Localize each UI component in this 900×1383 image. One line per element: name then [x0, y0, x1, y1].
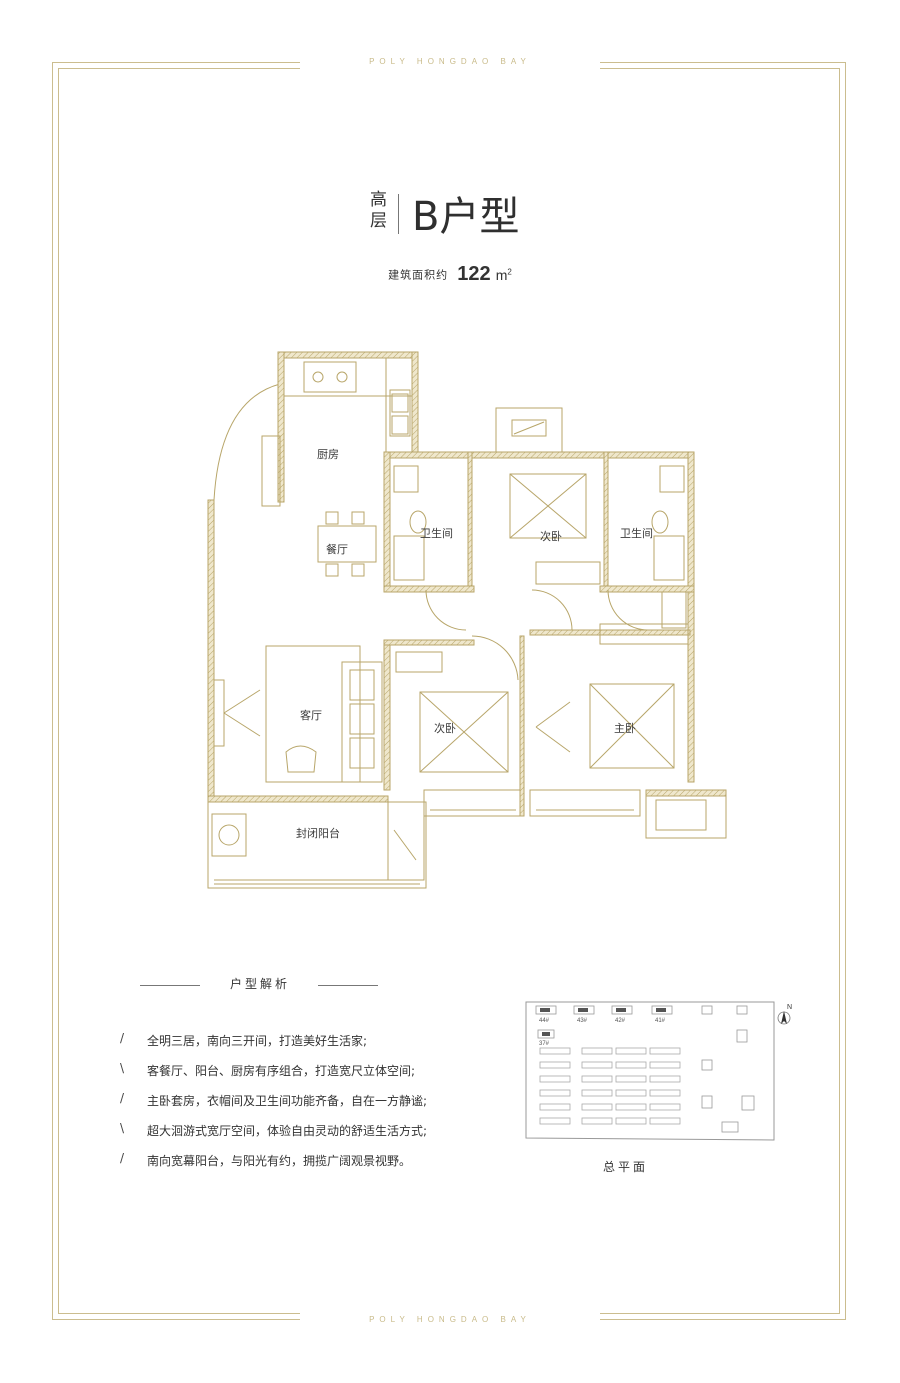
master-bay: [645, 789, 727, 839]
analysis-heading-text: 户型解析: [229, 977, 290, 991]
basin-1: [393, 465, 419, 493]
washing-machine: [211, 813, 247, 857]
bedroom2-south-window: [423, 789, 521, 817]
room-label-bedroom-north: 次卧: [540, 529, 562, 543]
analysis-list: /全明三居，南向三开间，打造美好生活家; \客餐厅、阳台、厨房有序组合，打造宽尺…: [120, 1031, 480, 1182]
master-north-wall: [529, 629, 691, 636]
analysis-item: /南向宽幕阳台，与阳光有约，拥揽广阔观景视野。: [120, 1151, 412, 1168]
room-label-bath-1: 卫生间: [420, 526, 453, 540]
wardrobe-north: [535, 561, 601, 585]
west-curve-wall: [213, 383, 281, 501]
bath1-south-wall: [383, 585, 475, 593]
master-bay-sill: [655, 799, 707, 831]
room-label-dining: 餐厅: [326, 542, 348, 556]
wardrobe-master: [599, 623, 689, 645]
area-label: 建筑面积约: [388, 268, 449, 282]
toilet-2: [651, 510, 669, 534]
building-level: 高层: [370, 190, 387, 231]
room-label-living: 客厅: [300, 708, 322, 722]
shower-1: [393, 535, 425, 581]
tv-cabinet: [213, 679, 225, 747]
site-building-37: 37#: [539, 1041, 550, 1047]
north-wall: [383, 451, 695, 459]
bath2-south-wall: [599, 585, 695, 593]
door-swing-hall: [531, 589, 573, 631]
svg-text:N: N: [787, 1004, 792, 1011]
west-wall: [207, 499, 215, 801]
area-unit: m2: [495, 266, 512, 283]
door-swing-bath1: [425, 589, 467, 631]
room-label-bath-2: 卫生间: [620, 526, 653, 540]
stove: [303, 361, 357, 393]
north-arrow-icon: N: [777, 1004, 792, 1025]
bedroom2-north-wall: [383, 639, 475, 646]
wardrobe-master-side: [661, 591, 687, 629]
site-building-41: 41#: [655, 1018, 666, 1024]
shower-2: [653, 535, 685, 581]
bedroom2-west-wall: [383, 639, 391, 791]
kitchen-north-wall: [277, 351, 419, 359]
floor-plan: 厨房 餐厅 卫生间 次卧 卫生间 客厅 次卧 主卧 封闭阳台: [207, 351, 727, 889]
analysis-heading: 户型解析: [140, 975, 378, 997]
kitchen-sink: [389, 389, 411, 437]
bed-master: [589, 683, 675, 769]
master-south-window: [529, 789, 641, 817]
analysis-item: \客餐厅、阳台、厨房有序组合，打造宽尺立体空间;: [120, 1061, 416, 1078]
site-plan-map: 44# 43# 42# 41# 37# N: [525, 1001, 792, 1141]
brand-text-bottom: POLY HONGDAO BAY: [300, 1313, 600, 1327]
bath2-west-wall: [603, 451, 609, 593]
title-block: 高层 B户型: [360, 188, 560, 240]
room-label-kitchen: 厨房: [317, 448, 339, 461]
armchair: [285, 745, 317, 773]
site-building-44: 44#: [539, 1018, 550, 1024]
heading-line-right: [318, 985, 378, 986]
site-building-43: 43#: [577, 1018, 588, 1024]
title-divider: [398, 194, 399, 234]
bath1-east-wall: [467, 451, 473, 593]
room-label-bedroom-south: 次卧: [434, 721, 456, 735]
basin-2: [659, 465, 685, 493]
wardrobe-bed2: [395, 651, 443, 673]
living-south-wall: [207, 795, 389, 803]
balcony-outline: [207, 801, 427, 889]
heading-line-left: [140, 985, 200, 986]
brand-text-top: POLY HONGDAO BAY: [300, 55, 600, 69]
area-value: 122: [457, 263, 491, 285]
kitchen-counter: [261, 435, 281, 507]
area-line: 建筑面积约 122 m2: [340, 263, 560, 286]
analysis-item: /主卧套房，衣帽间及卫生间功能齐备，自在一方静谧;: [120, 1091, 428, 1108]
toilet-1: [409, 510, 427, 534]
door-swing-bed2: [471, 635, 519, 681]
site-building-42: 42#: [615, 1018, 626, 1024]
east-wall: [687, 451, 695, 783]
bed-north: [509, 473, 587, 539]
site-plan-label: 总平面: [603, 1160, 649, 1174]
dining-table: [317, 525, 377, 563]
room-label-master: 主卧: [614, 722, 636, 735]
bedrooms-divider-wall: [519, 635, 525, 817]
kitchen-west-wall: [277, 351, 285, 503]
room-label-balcony: 封闭阳台: [296, 826, 340, 840]
north-bay-window: [495, 407, 563, 453]
sofa: [341, 661, 383, 783]
living-rug: [265, 645, 361, 783]
analysis-item: \超大洄游式宽厅空间，体验自由灵动的舒适生活方式;: [120, 1121, 428, 1138]
bath1-west-wall: [383, 451, 391, 593]
door-swing-bath2: [607, 589, 649, 631]
kitchen-east-wall: [411, 351, 419, 453]
balcony-cabinet: [387, 801, 425, 881]
bed-south: [419, 691, 509, 773]
unit-type-title: B户型: [412, 194, 520, 240]
analysis-item: /全明三居，南向三开间，打造美好生活家;: [120, 1031, 368, 1048]
north-bay-sill: [511, 419, 547, 437]
